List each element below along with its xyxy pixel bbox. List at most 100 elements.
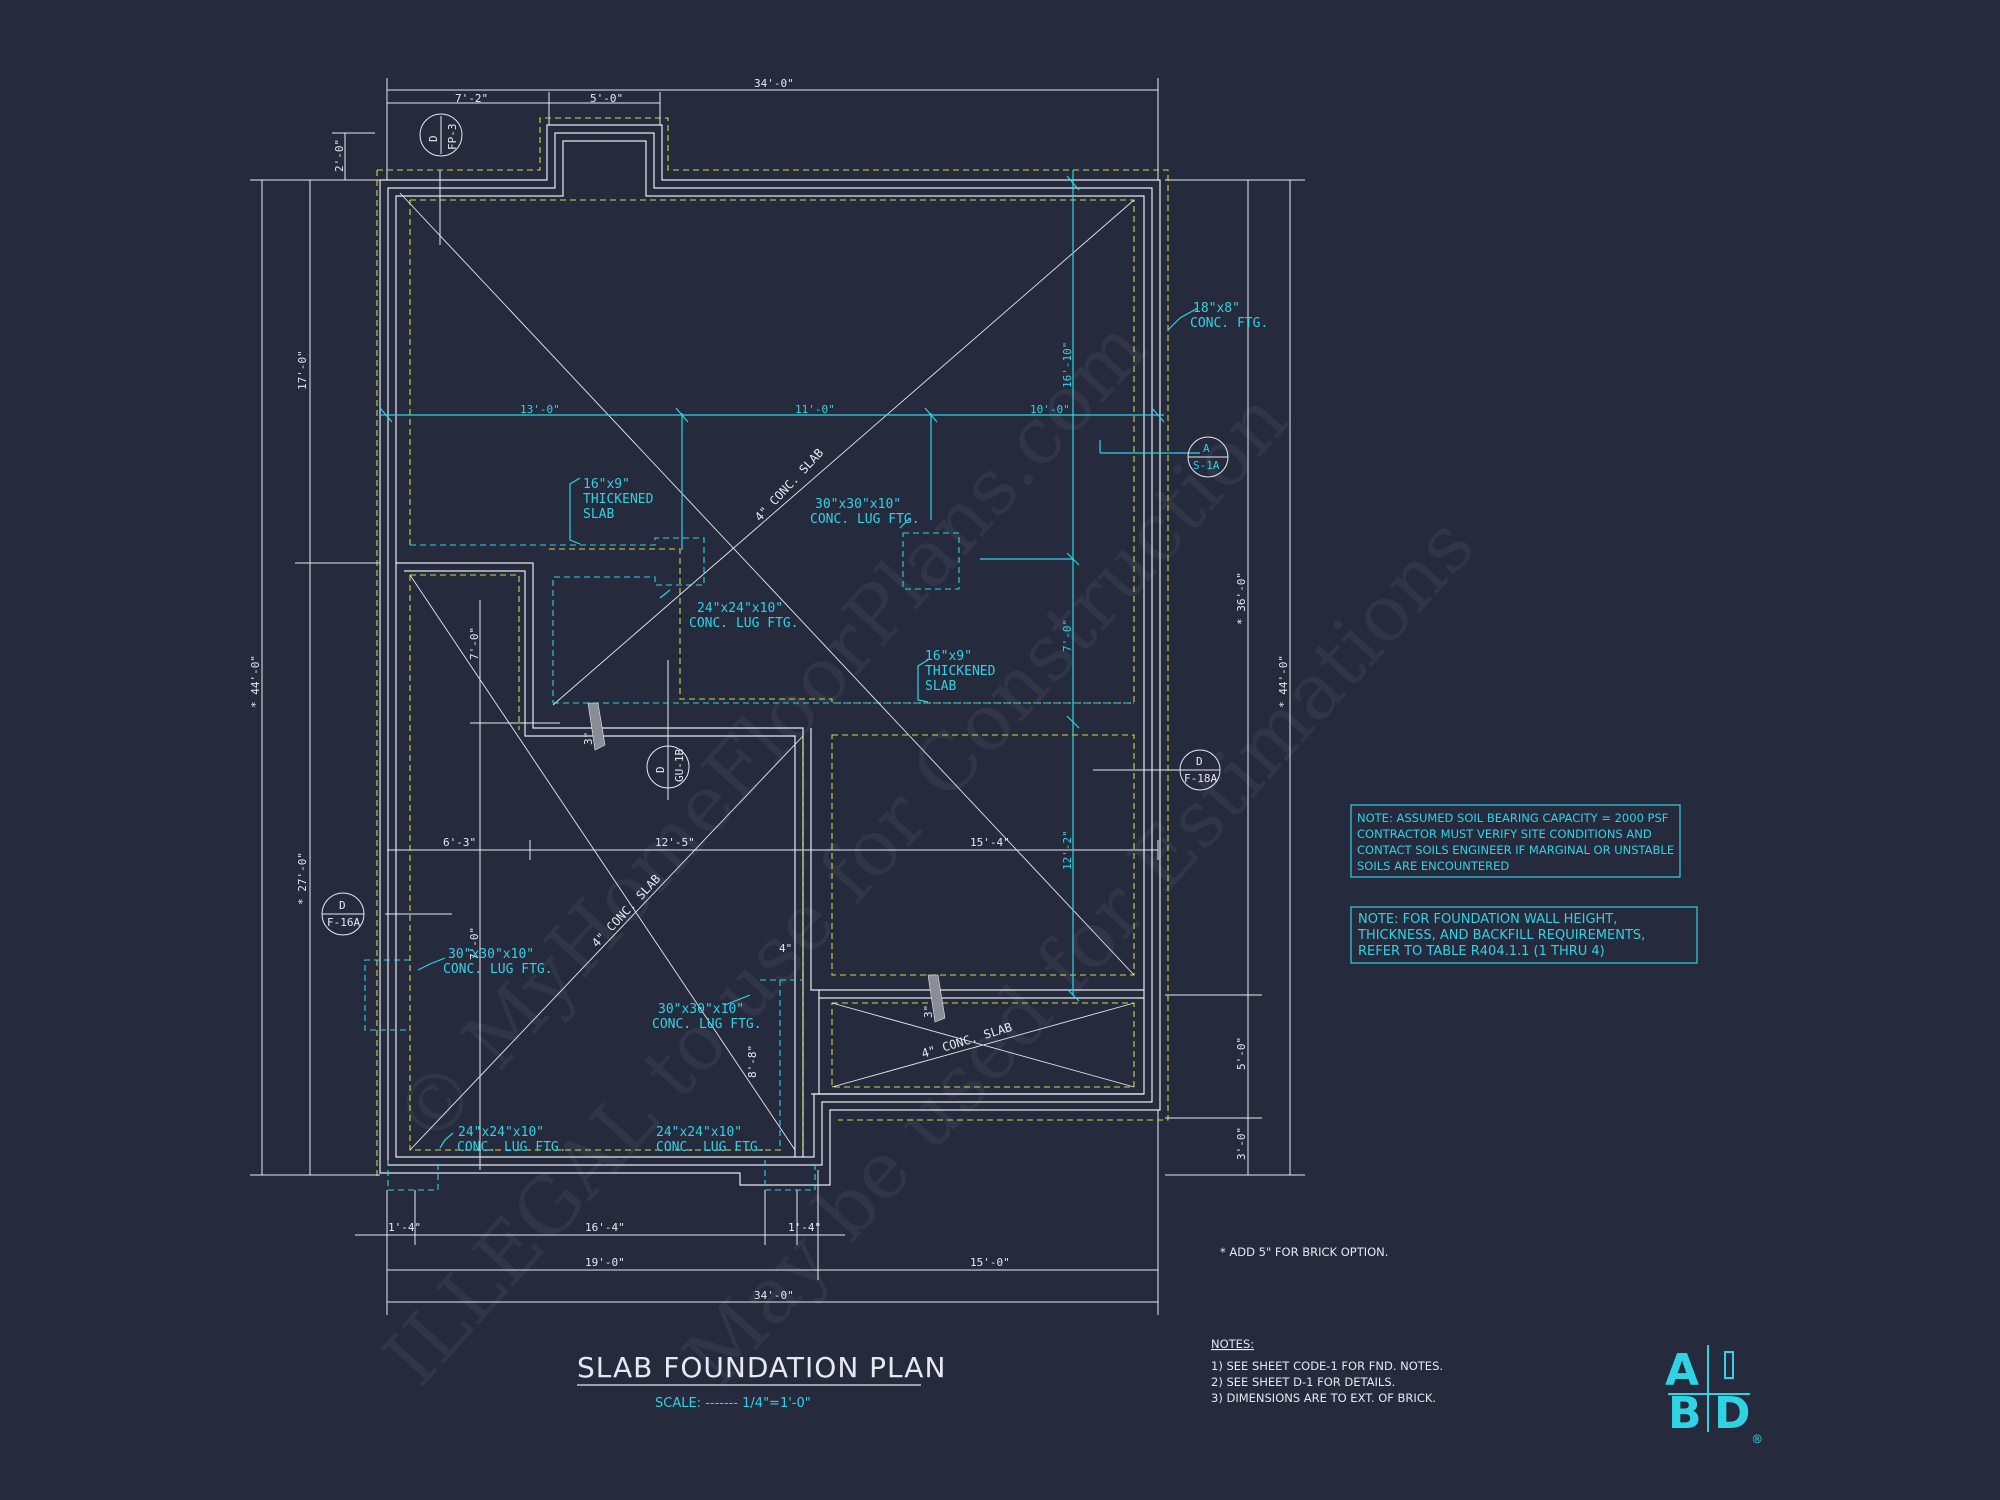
logo-letter-d: D bbox=[1714, 1388, 1751, 1439]
dim-left-inner: 7'-0" bbox=[468, 627, 481, 660]
dimension-lines bbox=[250, 78, 1305, 1315]
dim-vert1: 16'-10" bbox=[1061, 342, 1074, 388]
callout-lug-30-left-a: 30"x30"x10" bbox=[448, 947, 534, 962]
note-box-soil: NOTE: ASSUMED SOIL BEARING CAPACITY = 20… bbox=[1350, 804, 1681, 878]
section-tag-gu1b: D GU-1B bbox=[646, 745, 690, 789]
dim-right-upper: * 36'-0" bbox=[1235, 572, 1248, 625]
callout-conc-ftg-1: 18"x8" bbox=[1193, 301, 1240, 316]
callout-lug-30-left-b: CONC. LUG FTG. bbox=[443, 962, 553, 977]
slab-diagonals bbox=[399, 192, 1135, 1151]
section-tag-f18a-bottom: F-18A bbox=[1184, 772, 1217, 785]
foundation-walls bbox=[379, 124, 1161, 1186]
note-wall-line-2: THICKNESS, AND BACKFILL REQUIREMENTS, bbox=[1357, 928, 1645, 943]
dim-mid-row3: 15'-4" bbox=[970, 836, 1010, 849]
dim-upper-row3: 10'-0" bbox=[1030, 403, 1070, 416]
dim-bottom-seg1: 19'-0" bbox=[585, 1256, 625, 1269]
callout-thick-slab-2b: THICKENED bbox=[925, 664, 996, 679]
note-soil-line-2: CONTRACTOR MUST VERIFY SITE CONDITIONS A… bbox=[1357, 827, 1652, 841]
dim-right-total: * 44'-0" bbox=[1277, 655, 1290, 708]
dim-top-seg2: 5'-0" bbox=[590, 92, 623, 105]
dimension-labels: 34'-0" 7'-2" 5'-0" 34'-0" 19'-0" 15'-0" … bbox=[249, 77, 1290, 1302]
title-block: SLAB FOUNDATION PLAN SCALE: ------- 1/4"… bbox=[577, 1351, 946, 1411]
plan-title: SLAB FOUNDATION PLAN bbox=[577, 1351, 946, 1384]
note-soil-line-3: CONTACT SOILS ENGINEER IF MARGINAL OR UN… bbox=[1357, 843, 1674, 857]
section-tag-f18a: D F-18A bbox=[1179, 749, 1221, 791]
section-tag-gu1b-top: D bbox=[654, 766, 667, 773]
dim-small-4: 4" bbox=[779, 942, 792, 955]
watermark: © MyHomeFloorPlans.com ILLEGAL to use fo… bbox=[367, 303, 1492, 1403]
dim-right-mid: 5'-0" bbox=[1235, 1037, 1248, 1070]
note-soil-line-4: SOILS ARE ENCOUNTERED bbox=[1357, 859, 1509, 873]
notes-heading: NOTES: bbox=[1211, 1337, 1254, 1351]
dim-bottom-inner2: 16'-4" bbox=[585, 1221, 625, 1234]
dim-top-seg1: 7'-2" bbox=[455, 92, 488, 105]
dim-left-lower: * 27'-0" bbox=[296, 852, 309, 905]
dim-bottom-seg2: 15'-0" bbox=[970, 1256, 1010, 1269]
section-tag-gu1b-bottom: GU-1B bbox=[673, 749, 686, 782]
callout-thick-slab-2c: SLAB bbox=[925, 679, 956, 694]
note-3: 3) DIMENSIONS ARE TO EXT. OF BRICK. bbox=[1211, 1391, 1436, 1405]
note-soil-line-1: NOTE: ASSUMED SOIL BEARING CAPACITY = 20… bbox=[1357, 811, 1668, 825]
brick-note: * ADD 5" FOR BRICK OPTION. bbox=[1220, 1245, 1388, 1259]
note-2: 2) SEE SHEET D-1 FOR DETAILS. bbox=[1211, 1375, 1395, 1389]
callout-thick-slab-1a: 16"x9" bbox=[583, 477, 630, 492]
callout-thick-slab-2a: 16"x9" bbox=[925, 649, 972, 664]
callout-lug-30-top-a: 30"x30"x10" bbox=[815, 497, 901, 512]
cyan-dimension-labels: 13'-0" 11'-0" 10'-0" 16'-10" 7'-0" 12'-2… bbox=[520, 342, 1074, 870]
callout-lug-24-top-a: 24"x24"x10" bbox=[697, 601, 783, 616]
section-tag-fp3: D FP-3 bbox=[419, 113, 463, 157]
dim-small-3a: 3" bbox=[582, 732, 595, 745]
dim-pt-8-8: 8'-8" bbox=[746, 1045, 759, 1078]
dim-left-top: 2'-0" bbox=[333, 139, 346, 172]
plan-scale: SCALE: ------- 1/4"=1'-0" bbox=[655, 1396, 811, 1411]
callout-lug-24-bl-b: CONC. LUG FTG. bbox=[457, 1140, 567, 1155]
cyan-dimension-lines bbox=[379, 170, 1200, 1149]
callout-lug-24-bl-a: 24"x24"x10" bbox=[458, 1125, 544, 1140]
callout-lug-24-bm-a: 24"x24"x10" bbox=[656, 1125, 742, 1140]
dim-mid-row2: 12'-5" bbox=[655, 836, 695, 849]
section-tag-f16a-top: D bbox=[339, 899, 346, 912]
dim-upper-row2: 11'-0" bbox=[795, 403, 835, 416]
section-tag-fp3-top: D bbox=[427, 135, 440, 142]
dim-bottom-total: 34'-0" bbox=[754, 1289, 794, 1302]
callout-lug-30-mid-b: CONC. LUG FTG. bbox=[652, 1017, 762, 1032]
logo-registered: ® bbox=[1753, 1432, 1762, 1448]
dim-bottom-inner1: 1'-4" bbox=[388, 1221, 421, 1234]
note-box-wall: NOTE: FOR FOUNDATION WALL HEIGHT, THICKN… bbox=[1350, 906, 1698, 964]
dim-mid-row1: 6'-3" bbox=[443, 836, 476, 849]
callout-lug-24-top-b: CONC. LUG FTG. bbox=[689, 616, 799, 631]
section-tag-f16a-bottom: F-16A bbox=[327, 916, 360, 929]
section-tag-f16a: D F-16A bbox=[321, 892, 365, 936]
callout-lug-30-top-b: CONC. LUG FTG. bbox=[810, 512, 920, 527]
company-logo: A B D ® bbox=[1665, 1345, 1762, 1448]
note-wall-line-3: REFER TO TABLE R404.1.1 (1 THRU 4) bbox=[1358, 944, 1605, 959]
section-tag-s1a: A S-1A bbox=[1187, 436, 1229, 478]
logo-letter-a: A bbox=[1665, 1345, 1699, 1396]
section-tags: D FP-3 A S-1A D F-18A D F-16A D GU-1B bbox=[321, 113, 1229, 936]
callout-lug-30-mid-a: 30"x30"x10" bbox=[658, 1002, 744, 1017]
callout-lug-24-bm-b: CONC. LUG FTG. bbox=[656, 1140, 766, 1155]
dim-left-upper: 17'-0" bbox=[296, 350, 309, 390]
dim-small-3b: 3" bbox=[922, 1005, 935, 1018]
dim-vert2: 7'-0" bbox=[1061, 619, 1074, 652]
slab-edges bbox=[376, 117, 1169, 1180]
dim-top-total: 34'-0" bbox=[754, 77, 794, 90]
logo-letter-b: B bbox=[1668, 1388, 1702, 1439]
step-markers bbox=[587, 702, 946, 1023]
section-tag-f18a-top: D bbox=[1196, 755, 1203, 768]
callout-conc-ftg-2: CONC. FTG. bbox=[1190, 316, 1268, 331]
callout-thick-slab-1c: SLAB bbox=[583, 507, 614, 522]
dim-right-low: 3'-0" bbox=[1235, 1127, 1248, 1160]
dim-bottom-inner3: 1'-4" bbox=[788, 1221, 821, 1234]
section-tag-s1a-bottom: S-1A bbox=[1193, 459, 1220, 472]
dim-upper-row1: 13'-0" bbox=[520, 403, 560, 416]
note-1: 1) SEE SHEET CODE-1 FOR FND. NOTES. bbox=[1211, 1359, 1443, 1373]
notes: NOTES: 1) SEE SHEET CODE-1 FOR FND. NOTE… bbox=[1211, 1337, 1443, 1405]
note-wall-line-1: NOTE: FOR FOUNDATION WALL HEIGHT, bbox=[1358, 912, 1617, 927]
section-tag-s1a-top: A bbox=[1203, 442, 1210, 455]
dim-vert3: 12'-2" bbox=[1061, 830, 1074, 870]
section-tag-fp3-bottom: FP-3 bbox=[446, 124, 459, 151]
thickened-slab-outlines bbox=[364, 532, 1134, 1191]
dim-pt-7-0: 7'-0" bbox=[468, 927, 481, 960]
